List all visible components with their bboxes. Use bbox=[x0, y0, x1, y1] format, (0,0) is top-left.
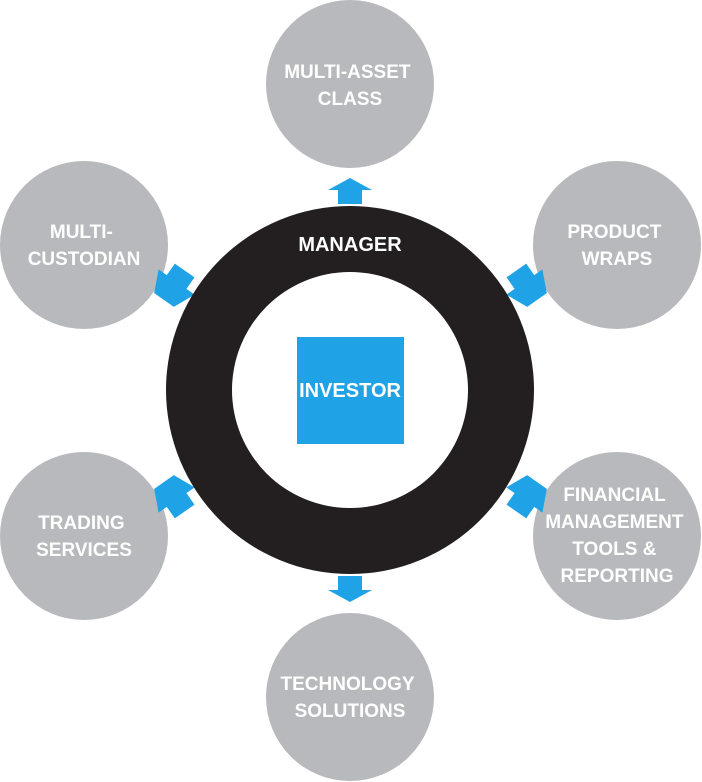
node-label-line: SERVICES bbox=[36, 540, 132, 561]
node-product-wraps: PRODUCT WRAPS bbox=[533, 161, 701, 329]
node-label-line: TOOLS & bbox=[572, 539, 656, 560]
svg-text:MULTI- CUSTODIAN: MULTI- CUSTODIAN bbox=[28, 222, 141, 270]
node-label-line: FINANCIAL bbox=[563, 485, 666, 506]
arrow-down-right-icon bbox=[506, 475, 547, 519]
arrow-up-icon bbox=[328, 178, 372, 204]
node-label-line: REPORTING bbox=[561, 566, 674, 587]
arrow-down-left-icon bbox=[154, 475, 195, 519]
node-circle bbox=[0, 452, 168, 620]
svg-text:MULTI-ASSET CLASS: MULTI-ASSET CLASS bbox=[284, 62, 416, 110]
svg-text:TRADING SERVICES: TRADING SERVICES bbox=[36, 513, 132, 561]
investor-label: INVESTOR bbox=[299, 380, 401, 402]
ring-label: MANAGER bbox=[298, 234, 402, 256]
node-label-line: TECHNOLOGY bbox=[281, 674, 415, 695]
node-circle bbox=[266, 0, 434, 168]
svg-text:PRODUCT WRAPS: PRODUCT WRAPS bbox=[567, 222, 666, 270]
node-label-line: CLASS bbox=[318, 89, 382, 110]
node-multi-custodian: MULTI- CUSTODIAN bbox=[0, 161, 168, 329]
node-trading-services: TRADING SERVICES bbox=[0, 452, 168, 620]
investor-box bbox=[297, 337, 404, 444]
investor-center: INVESTOR bbox=[297, 337, 404, 444]
node-label-line: MANAGEMENT bbox=[545, 512, 684, 533]
svg-text:TECHNOLOGY SOLUTIONS: TECHNOLOGY SOLUTIONS bbox=[281, 674, 420, 722]
node-circle bbox=[533, 161, 701, 329]
node-label-line: MULTI-ASSET bbox=[284, 62, 411, 83]
node-circle bbox=[0, 161, 168, 329]
node-technology-solutions: TECHNOLOGY SOLUTIONS bbox=[266, 613, 434, 781]
node-label-line: CUSTODIAN bbox=[28, 249, 141, 270]
arrow-up-left-icon bbox=[154, 263, 195, 307]
node-label-line: SOLUTIONS bbox=[295, 701, 406, 722]
node-circle bbox=[533, 452, 701, 620]
connector-arrows bbox=[154, 178, 547, 602]
node-multi-asset-class: MULTI-ASSET CLASS bbox=[266, 0, 434, 168]
node-circle bbox=[266, 613, 434, 781]
node-label-line: MULTI- bbox=[50, 222, 113, 243]
node-label-line: WRAPS bbox=[582, 249, 653, 270]
node-label-line: PRODUCT bbox=[567, 222, 661, 243]
svg-text:FINANCIAL MANAGEMENT: FINANCIAL MANAGEMENT TOOLS & REPORTING bbox=[545, 485, 689, 587]
node-label-line: TRADING bbox=[38, 513, 125, 534]
arrow-up-right-icon bbox=[506, 263, 547, 307]
node-financial-management: FINANCIAL MANAGEMENT TOOLS & REPORTING bbox=[533, 452, 701, 620]
arrow-down-icon bbox=[328, 576, 372, 602]
